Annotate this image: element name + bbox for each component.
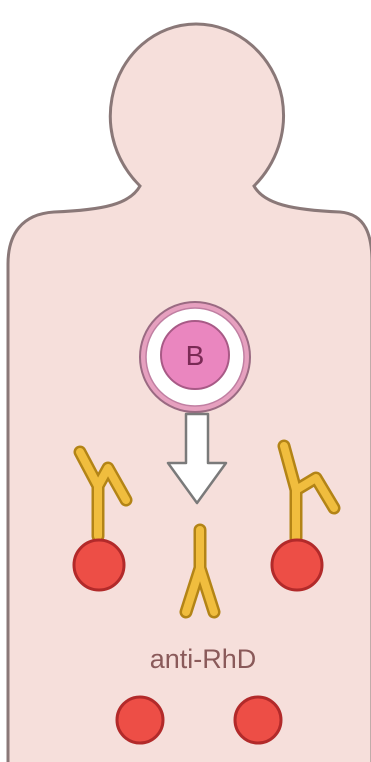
right-red-cell xyxy=(272,540,322,590)
b-cell-label: B xyxy=(186,340,205,371)
bottom-right-red-cell xyxy=(235,697,281,743)
antibody-label: anti-RhD xyxy=(150,644,257,674)
bottom-left-red-cell xyxy=(117,697,163,743)
left-red-cell xyxy=(74,540,124,590)
b-cell: B xyxy=(140,302,250,412)
